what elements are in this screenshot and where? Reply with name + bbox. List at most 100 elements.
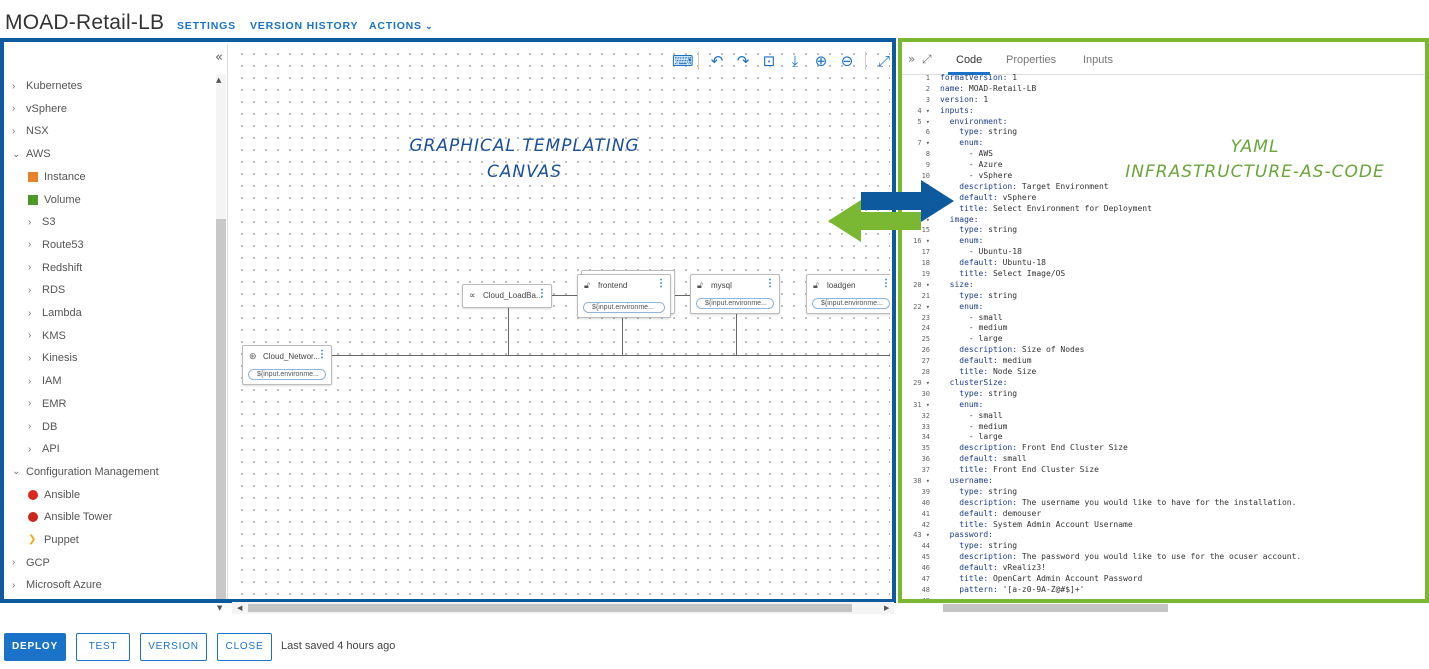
- palette-item[interactable]: ›IAM: [28, 371, 62, 391]
- yaml-value: 1: [978, 94, 989, 104]
- code-line: 21 type: string: [902, 291, 1425, 302]
- chevron-right-icon[interactable]: ›: [12, 557, 16, 569]
- palette-item[interactable]: ›Redshift: [28, 258, 82, 278]
- line-number: 41: [921, 509, 930, 518]
- settings-link[interactable]: SETTINGS: [177, 20, 236, 32]
- chevron-right-icon[interactable]: ›: [12, 125, 16, 137]
- palette-item[interactable]: ›RDS: [28, 280, 65, 300]
- tab-inputs[interactable]: Inputs: [1083, 54, 1113, 66]
- chevron-right-icon[interactable]: ›: [12, 579, 16, 591]
- code-text: formatVersion: 1: [940, 73, 1017, 84]
- palette-item[interactable]: ›Route53: [28, 235, 84, 255]
- scroll-left-icon[interactable]: ◀: [237, 604, 243, 612]
- line-number: 34: [921, 433, 930, 442]
- test-button[interactable]: TEST: [76, 633, 130, 661]
- palette-item[interactable]: ›vSphere: [12, 99, 67, 119]
- kebab-menu-icon[interactable]: ⋮: [656, 278, 666, 289]
- fit-to-screen-icon[interactable]: ⊡: [762, 52, 776, 70]
- expand-icon[interactable]: ⤢: [877, 52, 890, 70]
- redo-icon[interactable]: ↷: [736, 52, 750, 70]
- chevron-right-icon[interactable]: ›: [28, 443, 32, 455]
- palette-item[interactable]: ›S3: [28, 212, 55, 232]
- palette-item[interactable]: ⌄AWS: [12, 144, 51, 164]
- close-button[interactable]: CLOSE: [217, 633, 272, 661]
- scroll-up-icon[interactable]: ▲: [216, 76, 222, 84]
- chevron-right-icon[interactable]: ›: [28, 284, 32, 296]
- scroll-right-icon[interactable]: ▶: [884, 604, 890, 612]
- kebab-menu-icon[interactable]: ⋮: [765, 278, 775, 289]
- chevron-right-icon[interactable]: ›: [28, 262, 32, 274]
- kebab-menu-icon[interactable]: ⋮: [317, 349, 327, 360]
- palette-item[interactable]: ›NSX: [12, 121, 49, 141]
- frontend-node[interactable]: 🔓︎ frontend ⋮ ${input.environme...: [577, 274, 671, 318]
- yaml-key: title:: [940, 367, 989, 377]
- chevron-right-icon[interactable]: ›: [28, 216, 32, 228]
- chevron-right-icon[interactable]: ›: [28, 352, 32, 364]
- palette-item[interactable]: ›KMS: [28, 326, 66, 346]
- chevron-right-icon[interactable]: ›: [12, 80, 16, 92]
- cloud-network-node[interactable]: ⊛ Cloud_Networ... ⋮ ${input.environme...: [242, 345, 332, 385]
- version-history-link[interactable]: VERSION HISTORY: [250, 20, 359, 32]
- chevron-right-icon[interactable]: ›: [28, 421, 32, 432]
- palette-item[interactable]: ›EMR: [28, 394, 66, 414]
- chevron-down-icon[interactable]: ⌄: [12, 148, 21, 160]
- code-text: - large: [940, 334, 1003, 345]
- kebab-menu-icon[interactable]: ⋮: [881, 278, 890, 289]
- download-icon[interactable]: ⤓: [791, 52, 799, 70]
- deploy-button[interactable]: DEPLOY: [4, 633, 66, 661]
- palette-item[interactable]: ⌄Configuration Management: [12, 462, 159, 482]
- code-text: description: Target Environment: [940, 182, 1108, 193]
- palette-item[interactable]: ›Lambda: [28, 303, 82, 323]
- code-text: environment:: [940, 116, 1008, 128]
- yaml-value: - medium: [940, 323, 1008, 333]
- keyboard-icon[interactable]: ⌨: [672, 52, 694, 70]
- canvas-scrollbar-thumb[interactable]: [248, 604, 852, 612]
- palette-item[interactable]: ❯Puppet: [28, 530, 79, 550]
- maximize-icon[interactable]: ⤢: [922, 52, 932, 66]
- palette-scrollbar-thumb[interactable]: [216, 219, 226, 599]
- yaml-value: small: [997, 454, 1027, 464]
- zoom-in-icon[interactable]: ⊕: [814, 52, 828, 70]
- palette-item[interactable]: Instance: [28, 167, 86, 187]
- palette-item[interactable]: ›Kinesis: [28, 348, 77, 368]
- tab-divider: [902, 74, 1425, 75]
- scroll-down-icon[interactable]: ▼: [217, 604, 223, 612]
- chevron-down-icon[interactable]: ⌄: [12, 466, 21, 478]
- cloud-loadbalancer-node[interactable]: ∝ Cloud_LoadBa... ⋮: [462, 284, 552, 308]
- line-number: 3: [925, 95, 930, 104]
- chevron-right-icon[interactable]: ›: [28, 375, 32, 387]
- design-canvas[interactable]: ⌨ ↶ ↷ ⊡ ⤓ ⊕ ⊖ ⤢ ∝ Cloud_LoadBa... ⋮ 🔓︎ f: [232, 44, 890, 600]
- yaml-key: default:: [940, 508, 998, 518]
- tab-properties[interactable]: Properties: [1006, 54, 1057, 66]
- mysql-node[interactable]: 🔓︎ mysql ⋮ ${input.environme...: [690, 274, 780, 314]
- chevron-right-icon[interactable]: ›: [28, 239, 32, 251]
- yaml-key: description:: [940, 552, 1018, 562]
- tab-code[interactable]: Code: [956, 54, 983, 66]
- collapse-panel-icon[interactable]: »: [908, 52, 916, 66]
- version-button[interactable]: VERSION: [140, 633, 207, 661]
- palette-item[interactable]: Volume: [28, 190, 81, 210]
- kebab-menu-icon[interactable]: ⋮: [537, 288, 547, 299]
- palette-item[interactable]: ›Microsoft Azure: [12, 575, 102, 595]
- code-text: default: vSphere: [940, 193, 1036, 204]
- yaml-key: password:: [940, 530, 993, 540]
- code-text: default: Ubuntu-18: [940, 258, 1046, 269]
- palette-item[interactable]: ›DB: [28, 417, 57, 437]
- actions-menu[interactable]: ACTIONS ⌄: [369, 20, 434, 32]
- palette-item[interactable]: Ansible: [28, 485, 80, 505]
- zoom-out-icon[interactable]: ⊖: [840, 52, 854, 70]
- chevron-right-icon[interactable]: ›: [28, 398, 32, 410]
- palette-item[interactable]: ›Kubernetes: [12, 76, 82, 96]
- chevron-right-icon[interactable]: ›: [12, 103, 16, 115]
- chevron-right-icon[interactable]: ›: [28, 330, 32, 342]
- palette-item[interactable]: ›GCP: [12, 553, 50, 573]
- chevron-right-icon[interactable]: ›: [28, 307, 32, 319]
- palette-item[interactable]: ›API: [28, 439, 60, 459]
- undo-icon[interactable]: ↶: [710, 52, 724, 70]
- palette-item[interactable]: Ansible Tower: [28, 507, 112, 527]
- collapse-palette-icon[interactable]: «: [215, 50, 223, 65]
- code-scrollbar-thumb[interactable]: [943, 604, 1168, 612]
- yaml-key: environment:: [940, 116, 1008, 126]
- loadgen-node[interactable]: 🔓︎ loadgen ⋮ ${input.environme...: [806, 274, 890, 314]
